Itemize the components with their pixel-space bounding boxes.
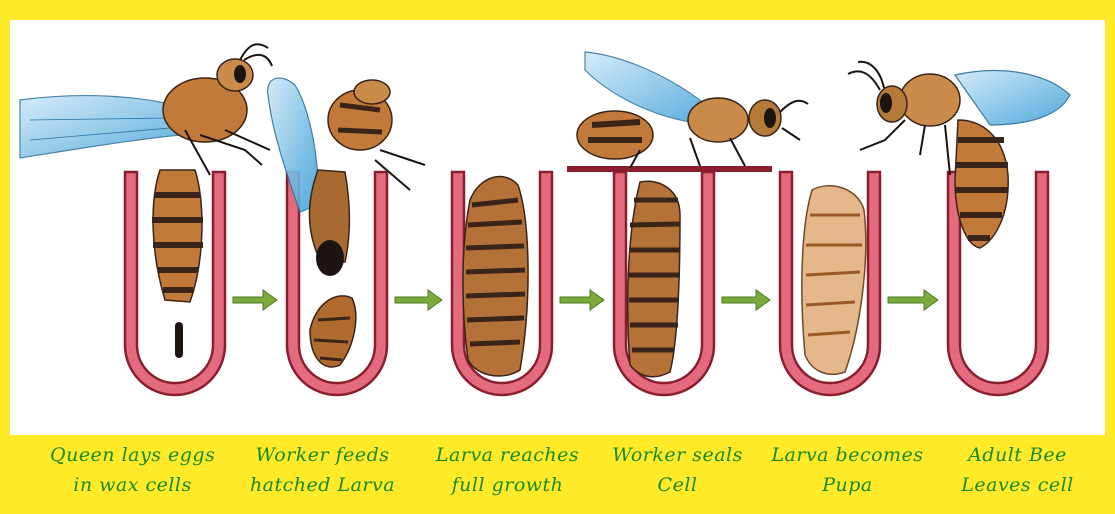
caption-line-2: Pupa — [765, 470, 930, 500]
worker-sealing-figure — [567, 52, 808, 377]
queen-bee-figure — [20, 44, 272, 358]
caption-line-2: Cell — [595, 470, 760, 500]
wax-cells — [125, 172, 1048, 395]
caption-stage-4: Worker seals Cell — [595, 440, 760, 500]
caption-line-2: hatched Larva — [240, 470, 405, 500]
caption-line-1: Worker feeds — [240, 440, 405, 470]
caption-line-2: full growth — [425, 470, 590, 500]
caption-stage-3: Larva reaches full growth — [425, 440, 590, 500]
arrow-icon — [560, 290, 604, 310]
arrow-icon — [722, 290, 770, 310]
caption-line-1: Larva reaches — [425, 440, 590, 470]
full-larva-figure — [463, 177, 528, 376]
caption-line-1: Adult Bee — [935, 440, 1100, 470]
caption-stage-5: Larva becomes Pupa — [765, 440, 930, 500]
caption-line-2: Leaves cell — [935, 470, 1100, 500]
caption-line-1: Worker seals — [595, 440, 760, 470]
arrow-icon — [233, 290, 277, 310]
arrow-icon — [888, 290, 938, 310]
caption-line-2: in wax cells — [50, 470, 215, 500]
caption-stage-6: Adult Bee Leaves cell — [935, 440, 1100, 500]
arrow-icon — [395, 290, 442, 310]
stage-captions: Queen lays eggs in wax cells Worker feed… — [0, 432, 1115, 514]
pupa-figure — [802, 186, 866, 375]
caption-line-1: Larva becomes — [765, 440, 930, 470]
caption-stage-1: Queen lays eggs in wax cells — [50, 440, 215, 500]
caption-line-1: Queen lays eggs — [50, 440, 215, 470]
caption-stage-2: Worker feeds hatched Larva — [240, 440, 405, 500]
